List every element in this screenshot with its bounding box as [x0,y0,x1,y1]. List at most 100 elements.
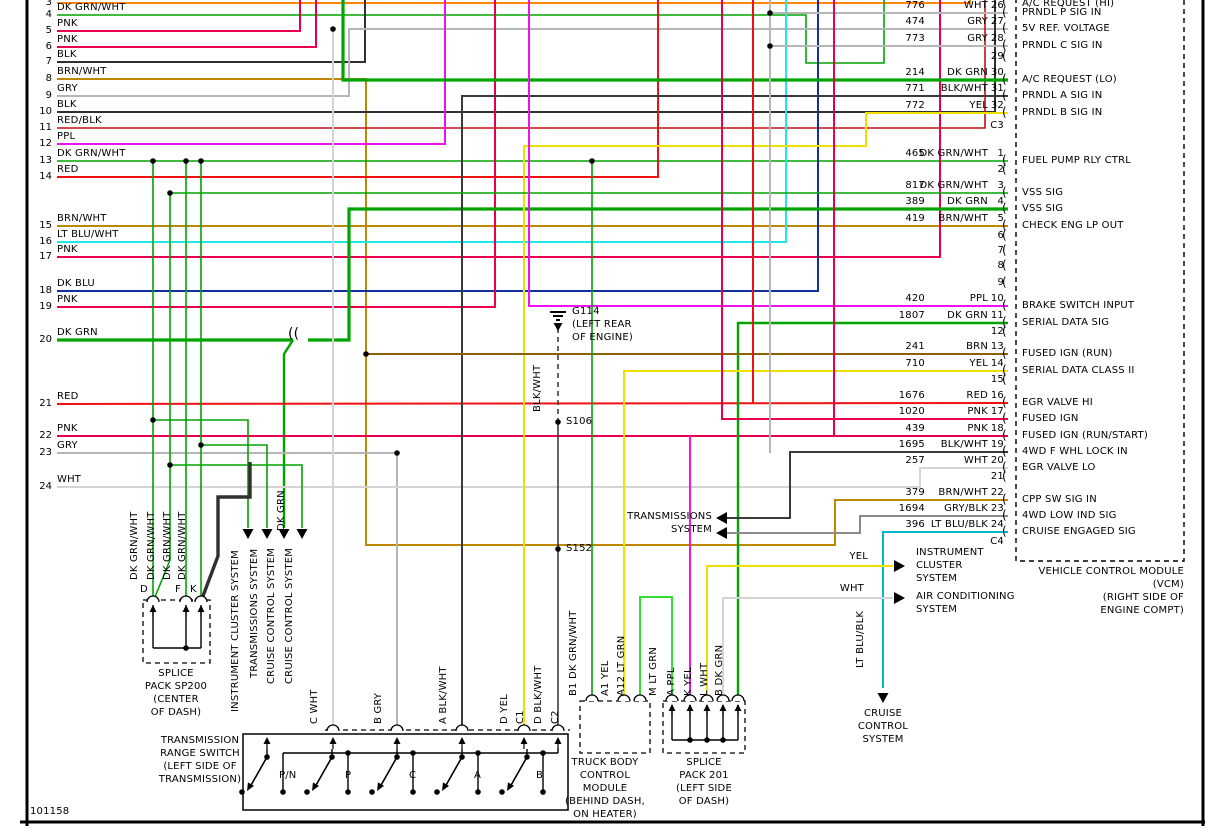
wire-color: BRN/WHT [938,213,988,224]
pin-number: 30 [990,67,1004,78]
pin-signal-label: VSS SIG [1022,187,1064,198]
text-label: S152 [566,543,593,554]
pin-number: 29 [990,51,1004,62]
pin-number: 3 [997,180,1004,191]
wire-color: LT BLU/BLK [930,519,988,530]
pin-connector-mark: ( [1002,228,1007,242]
pin-number: 4 [997,196,1004,207]
pin-signal-label: VSS SIG [1022,203,1064,214]
wire [736,321,1008,696]
instr-caption: SYSTEM [916,573,958,584]
sp200-caption: PACK SP200 [144,681,208,692]
wire [57,467,1008,488]
text-label: C [409,770,417,781]
sp200-caption: OF DASH) [150,707,202,718]
cruise-caption: SYSTEM [862,734,904,745]
wire [882,531,1008,688]
junction-dot [687,737,693,743]
junction-dot [720,737,726,743]
pin-number: 19 [990,439,1004,450]
pin-connector-mark: ( [1002,258,1007,272]
wire [57,452,398,726]
rotated-wire-label: DK GRN/WHT [177,511,188,581]
arrowhead-icon [182,605,190,612]
pin-number: 7 [997,245,1004,256]
rotated-wire-label: M LT GRN [648,646,659,696]
pin-signal-label: BRAKE SWITCH INPUT [1022,300,1135,311]
left-row-number: 22 [39,430,52,441]
wire-number: 439 [905,423,925,434]
arrowhead-icon [877,693,889,703]
pin-connector-mark: ( [1002,105,1007,119]
left-row-number: 11 [39,122,52,133]
left-row-color-label: BLK [57,99,77,110]
pin-connector-mark: ( [1002,363,1007,377]
left-row-color-label: PPL [57,131,76,142]
pin-signal-label: CRUISE ENGAGED SIG [1022,526,1136,537]
pin-signal-label: PRNDL P SIG IN [1022,7,1102,18]
junction-dot [589,158,595,164]
pin-connector-mark: ( [1002,243,1007,257]
vcm-caption: VEHICLE CONTROL MODULE [1038,566,1184,577]
wire-color: BRN/WHT [938,487,988,498]
wire-number: 1807 [898,310,925,321]
text-label: C3 [990,120,1004,131]
pin-connector-mark: ( [1002,185,1007,199]
rotated-wire-label: A1 YEL [600,660,611,696]
ground-caption: OF ENGINE) [572,332,633,343]
wire-number: 773 [905,33,925,44]
pin-number: 28 [990,33,1004,44]
pin-connector-mark: ( [1002,0,1007,8]
wire-number: 1020 [898,406,925,417]
pin-signal-label: FUSED IGN (RUN/START) [1022,430,1148,441]
arrowhead-icon [458,737,466,744]
arrowhead-icon [734,704,742,711]
wire-color: BLK/WHT [940,83,988,94]
wire [528,0,1008,307]
wire-color: PNK [967,423,988,434]
wire [639,596,673,696]
left-row-color-label: BRN/WHT [57,66,107,77]
vcm-caption: ENGINE COMPT) [1100,605,1184,616]
wire [461,95,1008,726]
rotated-wire-label: K YEL [683,667,694,696]
pin-signal-label: 4WD LOW IND SIG [1022,510,1117,521]
pin-number: 22 [990,487,1004,498]
arrowhead-icon [894,592,905,604]
rotated-wire-label: C WHT [309,689,320,724]
wire [623,370,1008,696]
pin-connector-mark: ( [1002,524,1007,538]
arrowhead-icon [377,782,385,791]
left-row-color-label: DK GRN [57,327,98,338]
junction-dot [330,26,336,32]
pin-number: 8 [997,260,1004,271]
pin-connector-mark: ( [1002,21,1007,35]
connector-arc [326,724,340,732]
pin-connector-mark: ( [1002,49,1007,63]
switch-blade [314,756,333,788]
wire [154,193,171,598]
text-label: S106 [566,416,593,427]
wire [721,0,1008,420]
pin-connector-mark: ( [1002,346,1007,360]
pin-signal-label: SERIAL DATA CLASS II [1022,365,1135,376]
connector-arc [551,724,565,732]
pin-connector-mark: ( [1002,492,1007,506]
wire-number: 772 [905,100,925,111]
wire [57,28,1008,97]
wire [57,0,971,4]
trs-caption: TRANSMISSION [160,735,240,746]
connector-arc [731,694,745,702]
text-label: F [175,584,181,595]
arrowhead-icon [686,704,694,711]
wire-number: 817 [905,180,925,191]
pin-number: 26 [990,0,1004,11]
pin-signal-label: PRNDL B SIG IN [1022,107,1103,118]
arrowhead-icon [442,782,450,791]
pin-signal-label: FUSED IGN (RUN) [1022,348,1113,359]
ground-caption: (LEFT REAR [572,319,632,330]
rotated-wire-label: BLK/WHT [532,364,543,412]
left-row-color-label: PNK [57,423,78,434]
connector-arc [633,694,647,702]
